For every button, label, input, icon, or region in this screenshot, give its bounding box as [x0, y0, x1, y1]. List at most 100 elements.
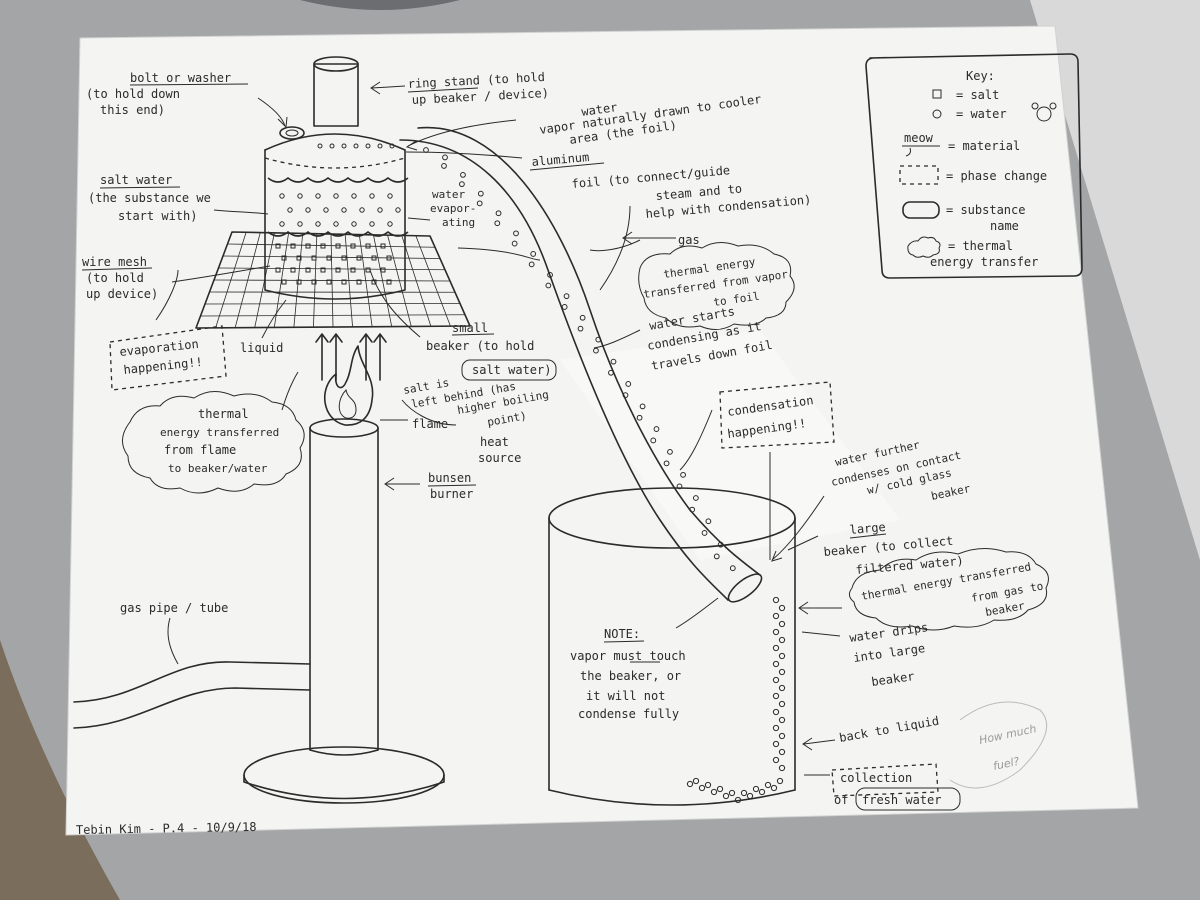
note-line3: the beaker, or — [580, 669, 681, 683]
key-material-word: meow — [904, 131, 934, 145]
ring-stand — [313, 56, 359, 127]
fresh-water-box — [855, 787, 961, 811]
water-circle — [389, 143, 395, 149]
salt-square — [380, 267, 386, 273]
water-circle — [315, 193, 321, 199]
foil-vapor-circle — [579, 314, 586, 321]
foil-vapor-circle — [513, 230, 519, 237]
foil-vapor-circle — [653, 426, 660, 432]
water-circle — [387, 221, 393, 227]
salt-square — [296, 255, 302, 261]
mesh-line — [200, 314, 466, 317]
salt-water-line3: start with) — [118, 209, 197, 223]
foil-vapor-circle — [441, 163, 447, 169]
salt-square — [275, 243, 281, 249]
water-circle — [359, 207, 365, 213]
water-circle — [287, 207, 293, 213]
key-dashed-box-symbol — [899, 165, 939, 185]
foil-vapor-circle — [495, 210, 502, 217]
key-material-label: = material — [948, 139, 1020, 153]
key-substance-symbol — [902, 201, 940, 219]
aluminum-foil-tube — [399, 126, 763, 603]
salt-square — [305, 267, 311, 273]
water-circle — [323, 207, 329, 213]
collected-water-circle — [722, 792, 730, 800]
key-title: Key: — [966, 69, 995, 83]
mesh-line — [227, 243, 436, 248]
thermal-flame-line3: from flame — [164, 443, 236, 457]
salt-square — [275, 267, 281, 273]
liquid-label: liquid — [240, 341, 283, 355]
salt-square — [356, 255, 362, 261]
bolt-washer-shape — [279, 126, 305, 140]
stacked-paper — [1030, 0, 1200, 560]
foil-vapor-circle — [663, 460, 670, 467]
collected-water-circle — [740, 789, 748, 797]
drip-circle — [772, 724, 780, 732]
foil-vapor-circle — [625, 381, 632, 387]
foil-vapor-circle — [459, 181, 465, 188]
drip-circle — [778, 652, 786, 660]
foil-vapor-circle — [701, 530, 708, 536]
signature: Tebin Kim - P.4 - 10/9/18 — [76, 820, 257, 837]
key-substance-label2: name — [990, 219, 1019, 233]
water-evaporating-line2: evapor- — [430, 202, 476, 215]
water-circle — [353, 143, 359, 149]
heat-arrows — [315, 333, 387, 381]
key-water-symbol — [932, 109, 942, 119]
bolt-washer-line2: (to hold down — [86, 87, 180, 101]
collected-water-circle — [698, 784, 706, 792]
foil-vapor-circle — [561, 304, 568, 310]
water-circle — [279, 193, 285, 199]
foil-vapor-circle — [667, 448, 673, 455]
bunsen-burner-label: bunsen — [428, 471, 471, 485]
salt-squares — [275, 243, 392, 285]
mesh-line — [222, 255, 441, 259]
drip-circle — [778, 764, 786, 772]
aluminum-foil-label: aluminum — [531, 150, 590, 169]
water-circle — [365, 143, 371, 149]
foil-vapor-circle — [477, 190, 484, 197]
water-molecule-icon — [1031, 102, 1057, 122]
water-circle — [297, 193, 303, 199]
vapor-circles — [279, 143, 401, 227]
drip-circle — [778, 700, 786, 708]
collected-water-circle — [728, 789, 736, 797]
gas-pipe-label: gas pipe / tube — [120, 601, 228, 615]
foil-vapor-circle — [595, 336, 602, 343]
thermal-gas-cloud — [848, 548, 1049, 631]
drip-circle — [778, 668, 786, 676]
water-circle — [315, 221, 321, 227]
salt-square — [305, 243, 311, 249]
salt-square — [290, 243, 296, 249]
water-circle — [341, 143, 347, 149]
collected-water-circle — [770, 784, 778, 792]
small-beaker-label: small — [452, 321, 488, 335]
collected-water-circle — [716, 785, 724, 793]
salt-square — [326, 279, 332, 285]
note-line4: it will not — [586, 689, 665, 703]
foil-vapor-circle — [608, 369, 614, 376]
foil-vapor-circle — [476, 200, 483, 207]
water-circle — [333, 221, 339, 227]
foil-vapor-circle — [442, 154, 448, 161]
foil-vapor-circle — [680, 471, 686, 478]
water-circle — [369, 193, 375, 199]
collected-water-circle — [752, 785, 760, 793]
salt-square — [380, 243, 386, 249]
foil-vapor-circle — [636, 414, 643, 421]
key-cloud-symbol — [907, 236, 941, 258]
drip-circle — [772, 660, 780, 668]
heat-source-label: heat — [480, 435, 509, 449]
salt-square — [341, 279, 347, 285]
salt-water-label: salt water — [100, 173, 172, 187]
drip-circle — [778, 604, 786, 612]
pencil-note-line2: fuel? — [992, 755, 1021, 773]
salt-square — [350, 267, 356, 273]
water-circle — [279, 221, 285, 227]
annotation-outlines — [109, 242, 1049, 811]
water-circle — [395, 207, 401, 213]
fresh-water-label: fresh water — [862, 793, 941, 807]
drip-circle — [772, 692, 780, 700]
